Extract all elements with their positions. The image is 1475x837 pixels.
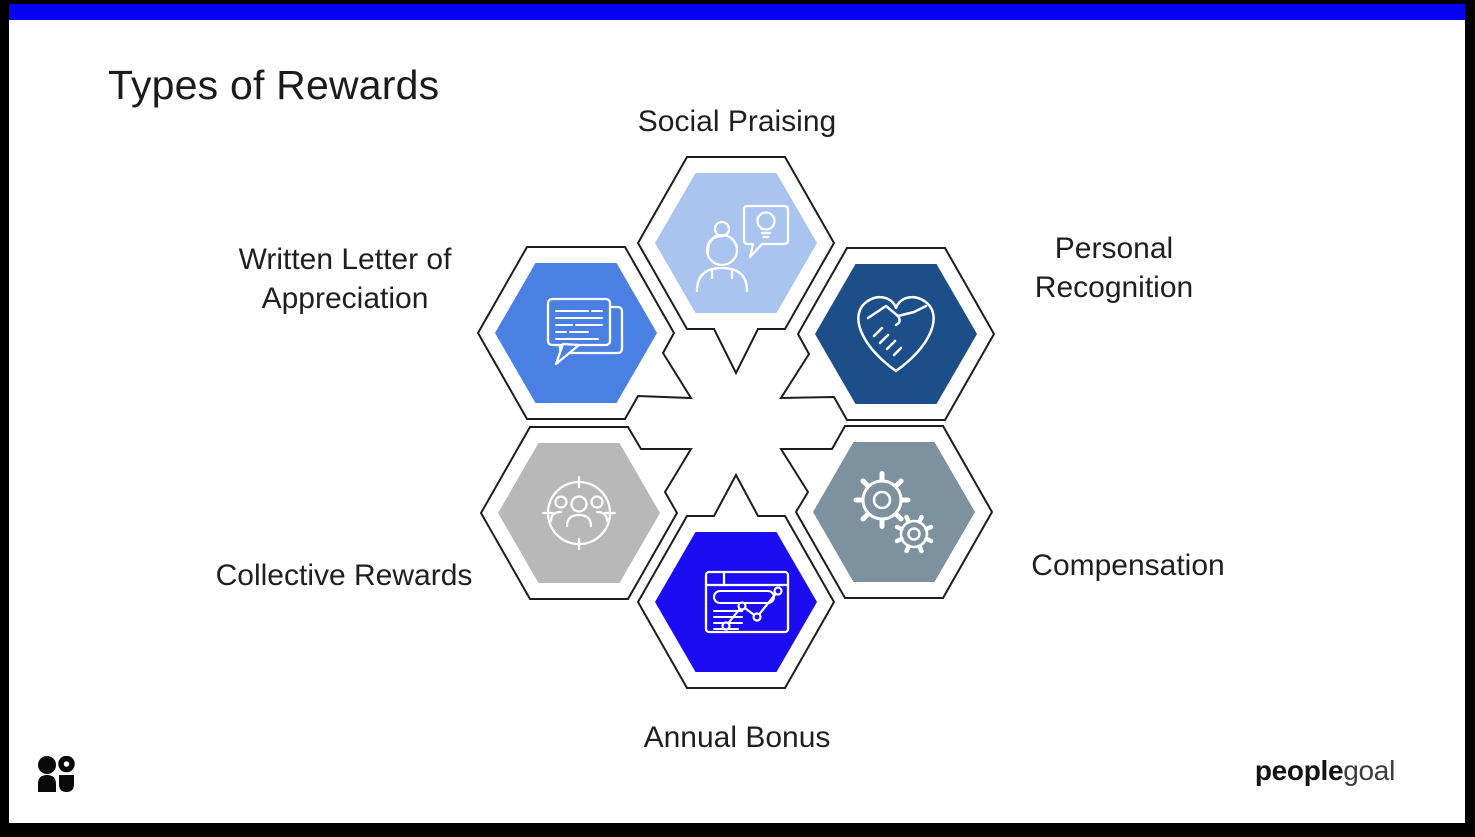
label-social-praising: Social Praising xyxy=(637,105,837,138)
handshake-heart-icon xyxy=(857,296,935,373)
team-target-icon xyxy=(541,475,617,551)
gears-icon xyxy=(853,471,934,554)
hexagon-fill-personal-recognition xyxy=(815,264,977,404)
label-collective-rewards: Collective Rewards xyxy=(215,559,473,592)
top-accent-bar xyxy=(9,4,1465,20)
logo-text-light: goal xyxy=(1343,755,1395,786)
label-written-letter: Written Letter of Appreciation xyxy=(238,243,452,315)
label-annual-bonus: Annual Bonus xyxy=(643,721,831,754)
report-chart-icon xyxy=(704,570,790,634)
peoplegoal-logo: peoplegoal xyxy=(1255,755,1395,787)
logo-text-bold: people xyxy=(1254,755,1344,786)
message-letter-icon xyxy=(546,297,624,366)
page-title: Types of Rewards xyxy=(108,62,440,108)
top-accent-bar-fill xyxy=(9,4,1465,20)
peoplegoal-mark-icon xyxy=(38,756,75,792)
hexagon-fill-collective-rewards xyxy=(498,443,660,583)
label-personal-recognition: Personal Recognition xyxy=(1034,232,1194,304)
hexagon-fill-compensation xyxy=(813,442,975,582)
person-idea-speech-bubble-icon xyxy=(695,204,790,293)
label-compensation: Compensation xyxy=(1031,549,1225,582)
